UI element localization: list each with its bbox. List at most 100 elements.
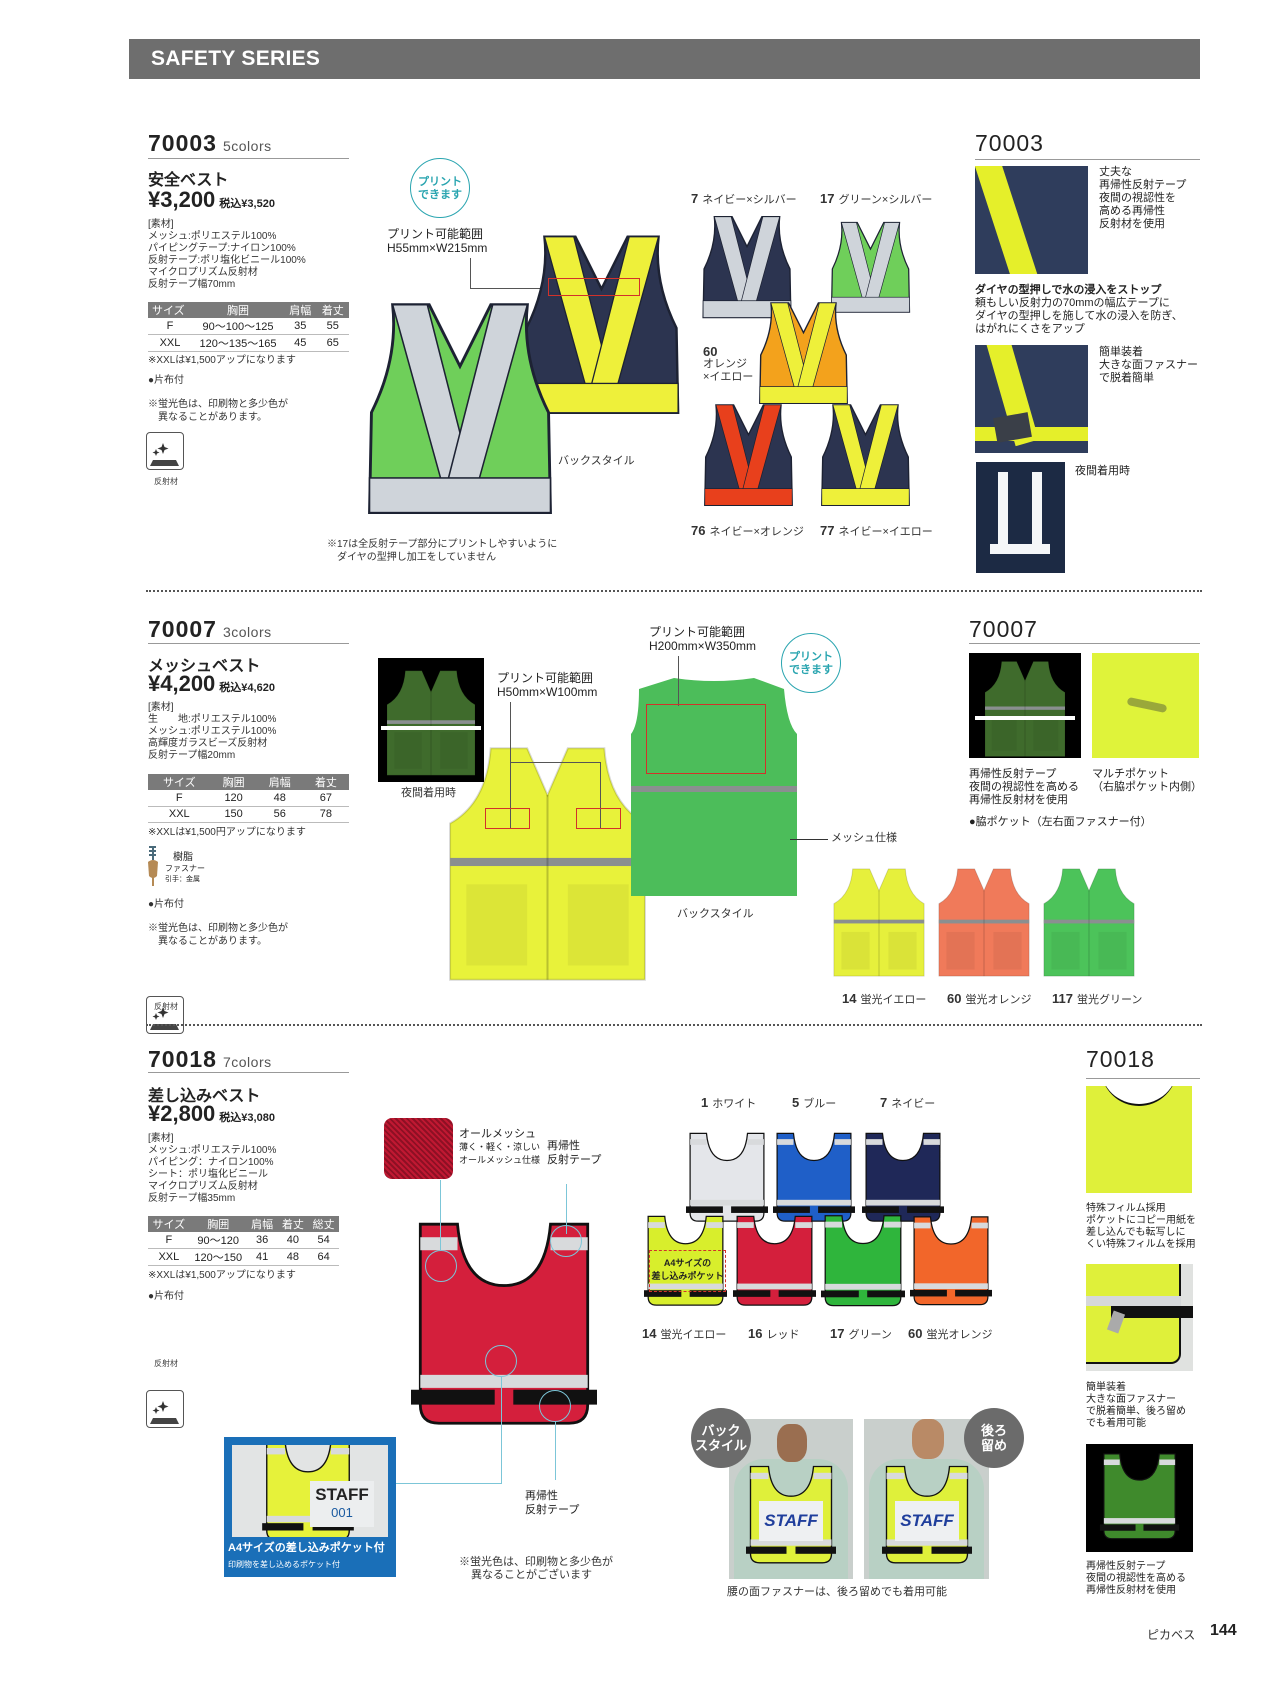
reflective-material-icon <box>146 432 184 470</box>
text-line: ダイヤの型押しを施して水の浸入を防ぎ、 <box>975 310 1183 322</box>
variant-num: 16 <box>748 1326 763 1341</box>
text-line: 差し込んでも転写しに <box>1086 1227 1186 1238</box>
text-line: はがれにくさをアップ <box>975 323 1085 335</box>
color-note: ※蛍光色は、印刷物と多少色が異なることがあります。 <box>148 922 288 948</box>
inset-title: A4サイズの差し込みポケット付 <box>228 1542 385 1554</box>
callout-line: 反射テープ <box>547 1154 602 1166</box>
variant-vest <box>821 1205 905 1319</box>
variant-vest <box>910 1205 992 1319</box>
cell: XXL <box>148 334 192 352</box>
leader-line <box>600 762 601 828</box>
label-line: 差し込みポケット <box>651 1271 724 1281</box>
inset-subtitle: 印刷物を差し込めるポケット付 <box>228 1560 340 1569</box>
detail-film-image <box>1086 1086 1192 1193</box>
cell: 54 <box>308 1232 339 1249</box>
variant-vest <box>702 400 795 514</box>
back-style-badge: バックスタイル <box>691 1408 751 1468</box>
table-header: 肩幅 <box>284 302 317 318</box>
variant-num: 77 <box>820 523 835 538</box>
material-line: [素材] <box>148 1133 174 1144</box>
cell: 90～100～125 <box>192 318 285 335</box>
callout-circle <box>485 1345 517 1377</box>
leader-line <box>470 288 550 289</box>
variant-name: ネイビー×イエロー <box>838 526 933 538</box>
cell: 41 <box>246 1248 278 1266</box>
text-line: 再帰性反射テープ <box>969 768 1057 780</box>
text-line: ポケットにコピー用紙を <box>1086 1215 1196 1226</box>
badge-line: プリント <box>418 176 462 188</box>
cell: 67 <box>302 790 349 807</box>
material-line: [素材] <box>148 219 174 230</box>
detail-code: 70018 <box>1086 1046 1155 1072</box>
material-line: パイピングテープ:ナイロン100% <box>148 243 296 254</box>
cell: 55 <box>316 318 349 335</box>
divider <box>975 159 1200 160</box>
mesh-label: メッシュ仕様 <box>831 832 897 844</box>
night-image <box>378 658 484 782</box>
zipper-line: ファスナー <box>165 864 205 873</box>
icon-label: 反射材 <box>154 477 178 486</box>
text-line: 簡単装着 <box>1099 346 1143 358</box>
note-line: ※蛍光色は、印刷物と多少色が <box>148 923 288 934</box>
variant-num: 117 <box>1052 991 1073 1006</box>
detail-tape-image <box>975 166 1088 274</box>
cell: 120～135～165 <box>192 334 285 352</box>
material-list: [素材] 生 地:ポリエステル100% メッシュ:ポリエステル100% 高輝度ガ… <box>148 702 276 762</box>
mesh-swatch-image <box>384 1118 453 1179</box>
zipper-line: 引手：金属 <box>165 876 200 883</box>
material-line: 生 地:ポリエステル100% <box>148 714 277 725</box>
leader-line <box>510 762 600 763</box>
size-note: ※XXLは¥1,500アップになります <box>148 355 296 366</box>
cell: 48 <box>256 790 303 807</box>
material-line: [素材] <box>148 702 174 713</box>
note-line: ダイヤの型押し加工をしていません <box>337 552 497 563</box>
text-line: 大きな面ファスナー <box>1086 1394 1176 1405</box>
material-list: [素材] メッシュ:ポリエステル100% パイピングテープ:ナイロン100% 反… <box>148 219 306 291</box>
price-value: ¥4,200 <box>148 671 216 696</box>
text-line: くい特殊フィルムを採用 <box>1086 1239 1196 1250</box>
variant-name: グリーン <box>848 1329 892 1341</box>
variant-name: 蛍光イエロー <box>860 994 927 1006</box>
label-line: プリント可能範囲 <box>497 671 594 685</box>
vest-front-image <box>363 297 557 528</box>
badge-line: 後ろ <box>980 1423 1007 1438</box>
table-header: 総丈 <box>308 1216 339 1232</box>
text-line: 夜間の視認性を高める <box>969 781 1079 793</box>
text-line: で脱着簡単、後ろ留め <box>1086 1406 1186 1417</box>
print-badge: プリントできます <box>781 633 841 693</box>
material-line: パイピング：ナイロン100% <box>148 1157 274 1168</box>
material-line: メッシュ:ポリエステル100% <box>148 231 277 242</box>
text-line: で脱着簡単 <box>1099 372 1154 384</box>
callout-circle <box>550 1225 582 1257</box>
text-line: 簡単装着 <box>1086 1382 1126 1393</box>
callout-line: オールメッシュ仕様 <box>459 1155 541 1165</box>
callout-line: 再帰性 <box>547 1140 580 1152</box>
table-header: 着丈 <box>316 302 349 318</box>
variant-vest <box>757 299 850 411</box>
cell: XXL <box>148 1248 190 1266</box>
variant-num: 7 <box>880 1095 888 1110</box>
variant-vest <box>819 400 912 514</box>
product-name: メッシュベスト <box>148 658 261 675</box>
back-style-label: バックスタイル <box>558 455 635 467</box>
product-name: 安全ベスト <box>148 172 229 189</box>
code-text: 70003 <box>148 130 217 156</box>
text-line: 頼もしい反射力の70mmの幅広テープに <box>975 297 1170 309</box>
variant-name: ネイビー×オレンジ <box>709 526 804 538</box>
variant-name: 蛍光オレンジ <box>965 994 1032 1006</box>
cell: 90～120 <box>189 1232 247 1249</box>
text-line: 高める再帰性 <box>1099 205 1165 217</box>
variant-num: 60 <box>908 1326 923 1341</box>
staff-card: STAFF <box>895 1501 959 1541</box>
print-note: ※17は全反射テープ部分にプリントしやすいようにダイヤの型押し加工をしていません <box>327 538 557 564</box>
